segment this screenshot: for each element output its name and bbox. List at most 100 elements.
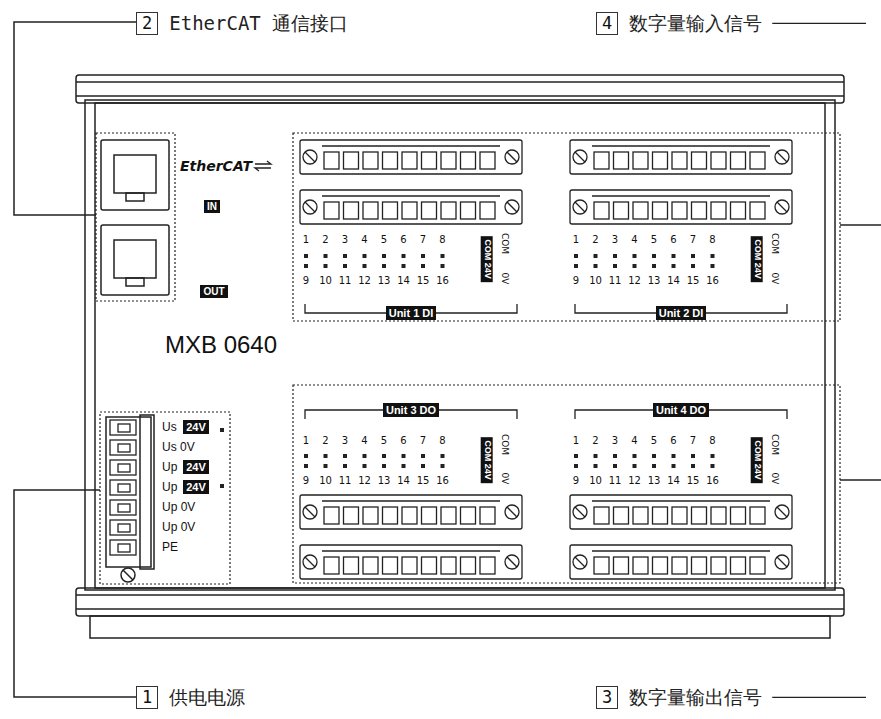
led bbox=[594, 454, 598, 458]
led bbox=[363, 264, 367, 268]
power-terminal bbox=[110, 460, 136, 475]
terminal-slot bbox=[711, 507, 726, 524]
channel-number: 9 bbox=[303, 276, 309, 286]
led bbox=[652, 454, 656, 458]
power-terminal-slot bbox=[118, 524, 130, 532]
screw bbox=[505, 200, 519, 214]
terminal-slot bbox=[480, 557, 495, 574]
screw-slot bbox=[575, 557, 585, 567]
screw bbox=[775, 150, 789, 164]
terminal-slot bbox=[383, 557, 398, 574]
screw bbox=[775, 200, 789, 214]
led bbox=[402, 254, 406, 258]
led bbox=[441, 464, 445, 468]
terminal-slot bbox=[633, 557, 648, 574]
terminal-slot bbox=[750, 152, 765, 169]
channel-number: 1 bbox=[573, 235, 579, 245]
terminal-slot bbox=[344, 557, 359, 574]
terminal-slot bbox=[480, 202, 495, 219]
led bbox=[343, 254, 347, 258]
logo-arrow bbox=[255, 161, 271, 164]
terminal-slot bbox=[422, 152, 437, 169]
black-label: IN bbox=[204, 200, 220, 213]
screw-slot bbox=[305, 152, 315, 162]
led bbox=[613, 464, 617, 468]
led bbox=[304, 254, 308, 258]
led bbox=[382, 464, 386, 468]
screw bbox=[505, 150, 519, 164]
led bbox=[691, 254, 695, 258]
terminal-slot bbox=[344, 202, 359, 219]
black-label: 24V bbox=[183, 480, 209, 494]
channel-number: 2 bbox=[322, 235, 328, 245]
black-label: Unit 1 DI bbox=[386, 306, 437, 320]
led bbox=[691, 264, 695, 268]
channel-number: 15 bbox=[687, 476, 700, 486]
power-terminal bbox=[110, 440, 136, 455]
channel-number: 13 bbox=[378, 276, 391, 286]
screw-slot bbox=[507, 152, 517, 162]
leader-line bbox=[772, 23, 866, 24]
callout-box: 2EtherCAT 通信接口 bbox=[136, 12, 158, 35]
power-pin-name: PE bbox=[162, 541, 178, 553]
terminal-slot bbox=[614, 152, 629, 169]
terminal-edge bbox=[592, 500, 770, 501]
callout-number: 1 bbox=[142, 687, 152, 707]
led bbox=[574, 454, 578, 458]
led bbox=[574, 254, 578, 258]
led bbox=[343, 454, 347, 458]
led bbox=[402, 464, 406, 468]
screw-slot bbox=[575, 507, 585, 517]
terminal-slot bbox=[731, 557, 746, 574]
terminal-edge bbox=[592, 550, 770, 551]
terminal-slot bbox=[422, 557, 437, 574]
channel-number: 13 bbox=[648, 476, 661, 486]
led bbox=[594, 464, 598, 468]
channel-number: 5 bbox=[651, 235, 657, 245]
power-pin-name: Us bbox=[162, 421, 177, 433]
led bbox=[711, 464, 715, 468]
terminal-slot bbox=[633, 152, 648, 169]
channel-number: 4 bbox=[361, 436, 367, 446]
led bbox=[672, 264, 676, 268]
channel-number: 12 bbox=[628, 276, 641, 286]
channel-number: 15 bbox=[417, 276, 430, 286]
terminal-slot bbox=[711, 202, 726, 219]
led bbox=[441, 254, 445, 258]
terminal-slot bbox=[461, 202, 476, 219]
channel-number: 9 bbox=[303, 476, 309, 486]
label-text: IN bbox=[207, 201, 217, 212]
led bbox=[220, 484, 224, 488]
terminal-slot bbox=[711, 152, 726, 169]
led bbox=[691, 454, 695, 458]
channel-number: 13 bbox=[378, 476, 391, 486]
terminal-slot bbox=[324, 202, 339, 219]
terminal-slot bbox=[633, 507, 648, 524]
channel-number: 2 bbox=[592, 235, 598, 245]
led bbox=[594, 264, 598, 268]
screw bbox=[775, 505, 789, 519]
channel-number: 11 bbox=[339, 276, 352, 286]
terminal-block bbox=[570, 190, 792, 224]
screw bbox=[303, 505, 317, 519]
channel-number: 8 bbox=[439, 436, 445, 446]
screw-slot bbox=[777, 507, 787, 517]
terminal-slot bbox=[594, 507, 609, 524]
screw bbox=[303, 555, 317, 569]
terminal-slot bbox=[363, 557, 378, 574]
screw bbox=[303, 200, 317, 214]
terminal-slot bbox=[441, 202, 456, 219]
led bbox=[633, 254, 637, 258]
channel-number: 11 bbox=[339, 476, 352, 486]
channel-number: 7 bbox=[420, 436, 426, 446]
led bbox=[324, 454, 328, 458]
callout-heading: 数字量输出信号 bbox=[629, 687, 762, 708]
pin-name: 0V bbox=[770, 272, 779, 284]
led bbox=[691, 464, 695, 468]
led bbox=[304, 454, 308, 458]
label-text: Unit 2 DI bbox=[659, 307, 704, 319]
terminal-slot bbox=[461, 557, 476, 574]
label-text: Unit 3 DO bbox=[386, 404, 436, 416]
channel-number: 13 bbox=[648, 276, 661, 286]
